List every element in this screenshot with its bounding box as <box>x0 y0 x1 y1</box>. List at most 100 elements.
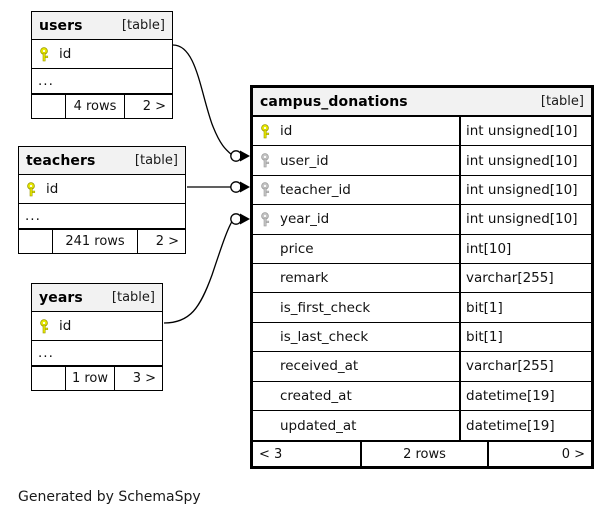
foreign-key-icon <box>261 182 280 198</box>
footer-row-count: 1 row <box>65 367 115 391</box>
column-type-label: int[10] <box>466 240 512 257</box>
key-icon-placeholder <box>261 241 280 257</box>
column-name-label: is_first_check <box>280 299 371 316</box>
relationship-arrowhead <box>240 181 250 193</box>
table-row[interactable]: created_at datetime[19] <box>253 381 591 411</box>
column-cell-id: id <box>19 181 185 197</box>
primary-key-icon <box>261 123 280 139</box>
table-row[interactable]: updated_at datetime[19] <box>253 410 591 441</box>
table-kind-years: [table] <box>111 290 155 305</box>
table-row[interactable]: id <box>32 40 172 70</box>
table-row[interactable]: price int[10] <box>253 234 591 264</box>
column-type-cell: varchar[255] <box>459 352 591 381</box>
column-cell-created_at: created_at <box>253 388 459 404</box>
column-name-label: id <box>59 46 72 63</box>
column-name-label: created_at <box>280 387 352 404</box>
relationship-arrowhead <box>240 213 250 225</box>
footer-child-count[interactable]: 3 > <box>132 371 156 387</box>
key-icon-placeholder <box>261 329 280 345</box>
key-icon-placeholder <box>261 270 280 286</box>
footer-child-count[interactable]: 2 > <box>155 234 179 250</box>
foreign-key-icon <box>261 153 280 169</box>
key-icon-placeholder <box>261 418 280 434</box>
table-row[interactable]: remark varchar[255] <box>253 263 591 294</box>
column-cell-remark: remark <box>253 270 459 286</box>
relationship-nullable-marker <box>230 213 242 225</box>
table-kind-campus-donations: [table] <box>540 94 584 109</box>
table-row[interactable]: is_first_check bit[1] <box>253 293 591 323</box>
table-row[interactable]: id int unsigned[10] <box>253 117 591 147</box>
table-kind-teachers: [table] <box>134 153 178 168</box>
column-name-label: teacher_id <box>280 181 351 198</box>
table-header-users: users [table] <box>32 12 172 40</box>
column-cell-teacher_id: teacher_id <box>253 182 459 198</box>
column-name-label: price <box>280 240 314 257</box>
table-card-years[interactable]: years [table] id ... 1 row 3 > <box>31 283 163 392</box>
footer-parent-count[interactable] <box>32 367 65 390</box>
table-columns-ellipsis: ... <box>32 69 172 95</box>
footer-parent-count[interactable] <box>32 95 65 118</box>
column-cell-year_id: year_id <box>253 211 459 227</box>
table-row[interactable]: teacher_id int unsigned[10] <box>253 175 591 206</box>
table-row[interactable]: id <box>19 175 185 205</box>
column-type-label: datetime[19] <box>466 417 555 434</box>
key-icon-placeholder <box>261 388 280 404</box>
table-footer-teachers: 241 rows 2 > <box>19 229 185 254</box>
table-columns-ellipsis: ... <box>32 341 162 367</box>
column-type-label: datetime[19] <box>466 387 555 404</box>
column-type-label: bit[1] <box>466 328 503 345</box>
column-type-cell: int[10] <box>459 234 591 263</box>
table-card-users[interactable]: users [table] id ... 4 rows 2 > <box>31 11 173 120</box>
table-row[interactable]: is_last_check bit[1] <box>253 322 591 353</box>
column-cell-is_first_check: is_first_check <box>253 300 459 316</box>
column-type-cell: varchar[255] <box>459 263 591 293</box>
table-row[interactable]: id <box>32 312 162 342</box>
column-type-label: bit[1] <box>466 299 503 316</box>
schemaspy-credit: Generated by SchemaSpy <box>18 489 201 505</box>
primary-key-icon <box>40 318 59 334</box>
column-cell-price: price <box>253 241 459 257</box>
column-name-label: id <box>59 318 72 335</box>
footer-child-count[interactable]: 2 > <box>142 99 166 115</box>
key-icon-placeholder <box>261 300 280 316</box>
column-name-label: remark <box>280 270 329 287</box>
table-name-years: years <box>39 289 83 306</box>
column-cell-updated_at: updated_at <box>253 418 459 434</box>
relationship-line-users-user_id <box>172 44 233 156</box>
foreign-key-icon <box>261 211 280 227</box>
primary-key-icon <box>40 46 59 62</box>
column-type-label: int unsigned[10] <box>466 181 578 198</box>
table-kind-users: [table] <box>121 18 165 33</box>
table-header-teachers: teachers [table] <box>19 147 185 175</box>
footer-child-count[interactable]: 0 > <box>561 446 585 462</box>
column-name-label: is_last_check <box>280 328 369 345</box>
column-name-label: id <box>46 181 59 198</box>
column-type-cell: int unsigned[10] <box>459 117 591 146</box>
primary-key-icon <box>27 181 46 197</box>
column-cell-is_last_check: is_last_check <box>253 329 459 345</box>
table-card-teachers[interactable]: teachers [table] id ... 241 rows 2 > <box>18 146 186 255</box>
column-type-cell: int unsigned[10] <box>459 146 591 175</box>
column-type-cell: bit[1] <box>459 293 591 322</box>
column-cell-id: id <box>32 46 172 62</box>
column-name-label: year_id <box>280 211 330 228</box>
column-type-label: int unsigned[10] <box>466 152 578 169</box>
relationship-nullable-marker <box>230 181 242 193</box>
relationship-nullable-marker <box>230 150 242 162</box>
column-cell-received_at: received_at <box>253 358 459 374</box>
table-footer-users: 4 rows 2 > <box>32 94 172 119</box>
key-icon-placeholder <box>261 358 280 374</box>
column-name-label: id <box>280 123 293 140</box>
footer-parent-count[interactable]: < 3 <box>259 446 283 462</box>
column-type-cell: datetime[19] <box>459 410 591 441</box>
column-type-label: varchar[255] <box>466 270 554 287</box>
footer-parent-count[interactable] <box>19 230 52 253</box>
footer-row-count: 241 rows <box>52 230 138 254</box>
table-name-users: users <box>39 17 83 34</box>
